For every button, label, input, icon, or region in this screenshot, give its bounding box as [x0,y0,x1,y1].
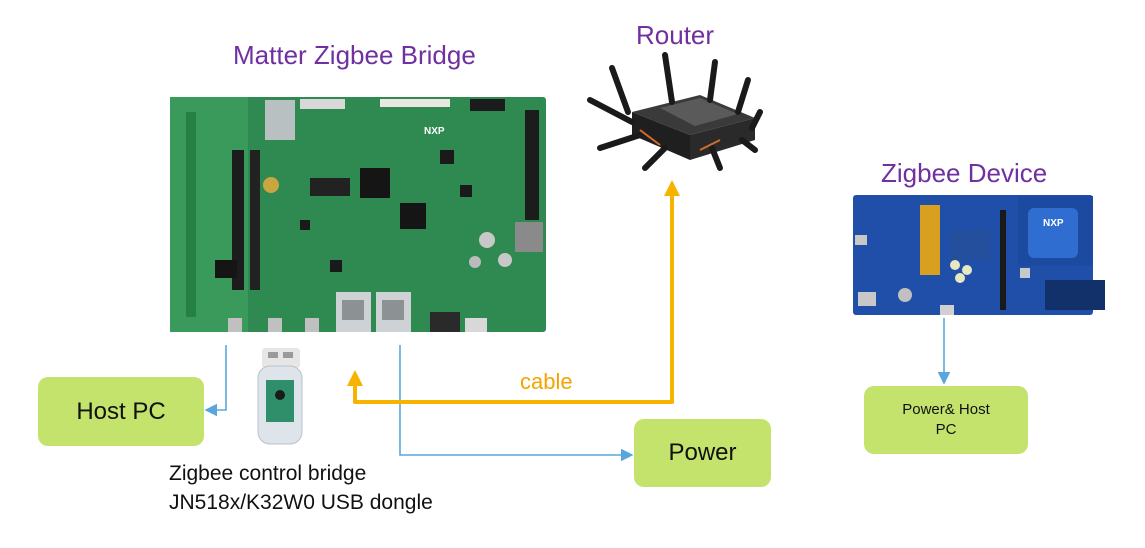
power-box: Power [634,419,771,487]
dongle-caption-line2: JN518x/K32W0 USB dongle [169,491,433,514]
host-pc-box: Host PC [38,377,204,446]
bridge-board-logo: NXP [424,126,445,137]
power-link [399,345,634,462]
power-host-pc-label-line2: PC [935,421,957,438]
power-host-pc-label-line1: Power& Host [902,401,990,418]
host-pc-label: Host PC [76,397,166,425]
dongle-caption: Zigbee control bridge JN518x/K32W0 USB d… [169,459,433,517]
cable-link [353,190,674,404]
bridge-title: Matter Zigbee Bridge [233,40,476,70]
host-pc-link [204,345,227,417]
dongle-caption-line1: Zigbee control bridge [169,462,367,485]
cable-arrow-up-bridge [347,370,363,386]
cable-label: cable [520,369,573,394]
cable-arrow-up-router [664,180,680,196]
router-title: Router [636,20,715,50]
zigbee-device-logo: NXP [1043,218,1064,229]
zigbee-device-title: Zigbee Device [881,158,1048,188]
power-host-pc-box: Power& Host PC [864,386,1028,454]
power-label: Power [668,439,737,466]
